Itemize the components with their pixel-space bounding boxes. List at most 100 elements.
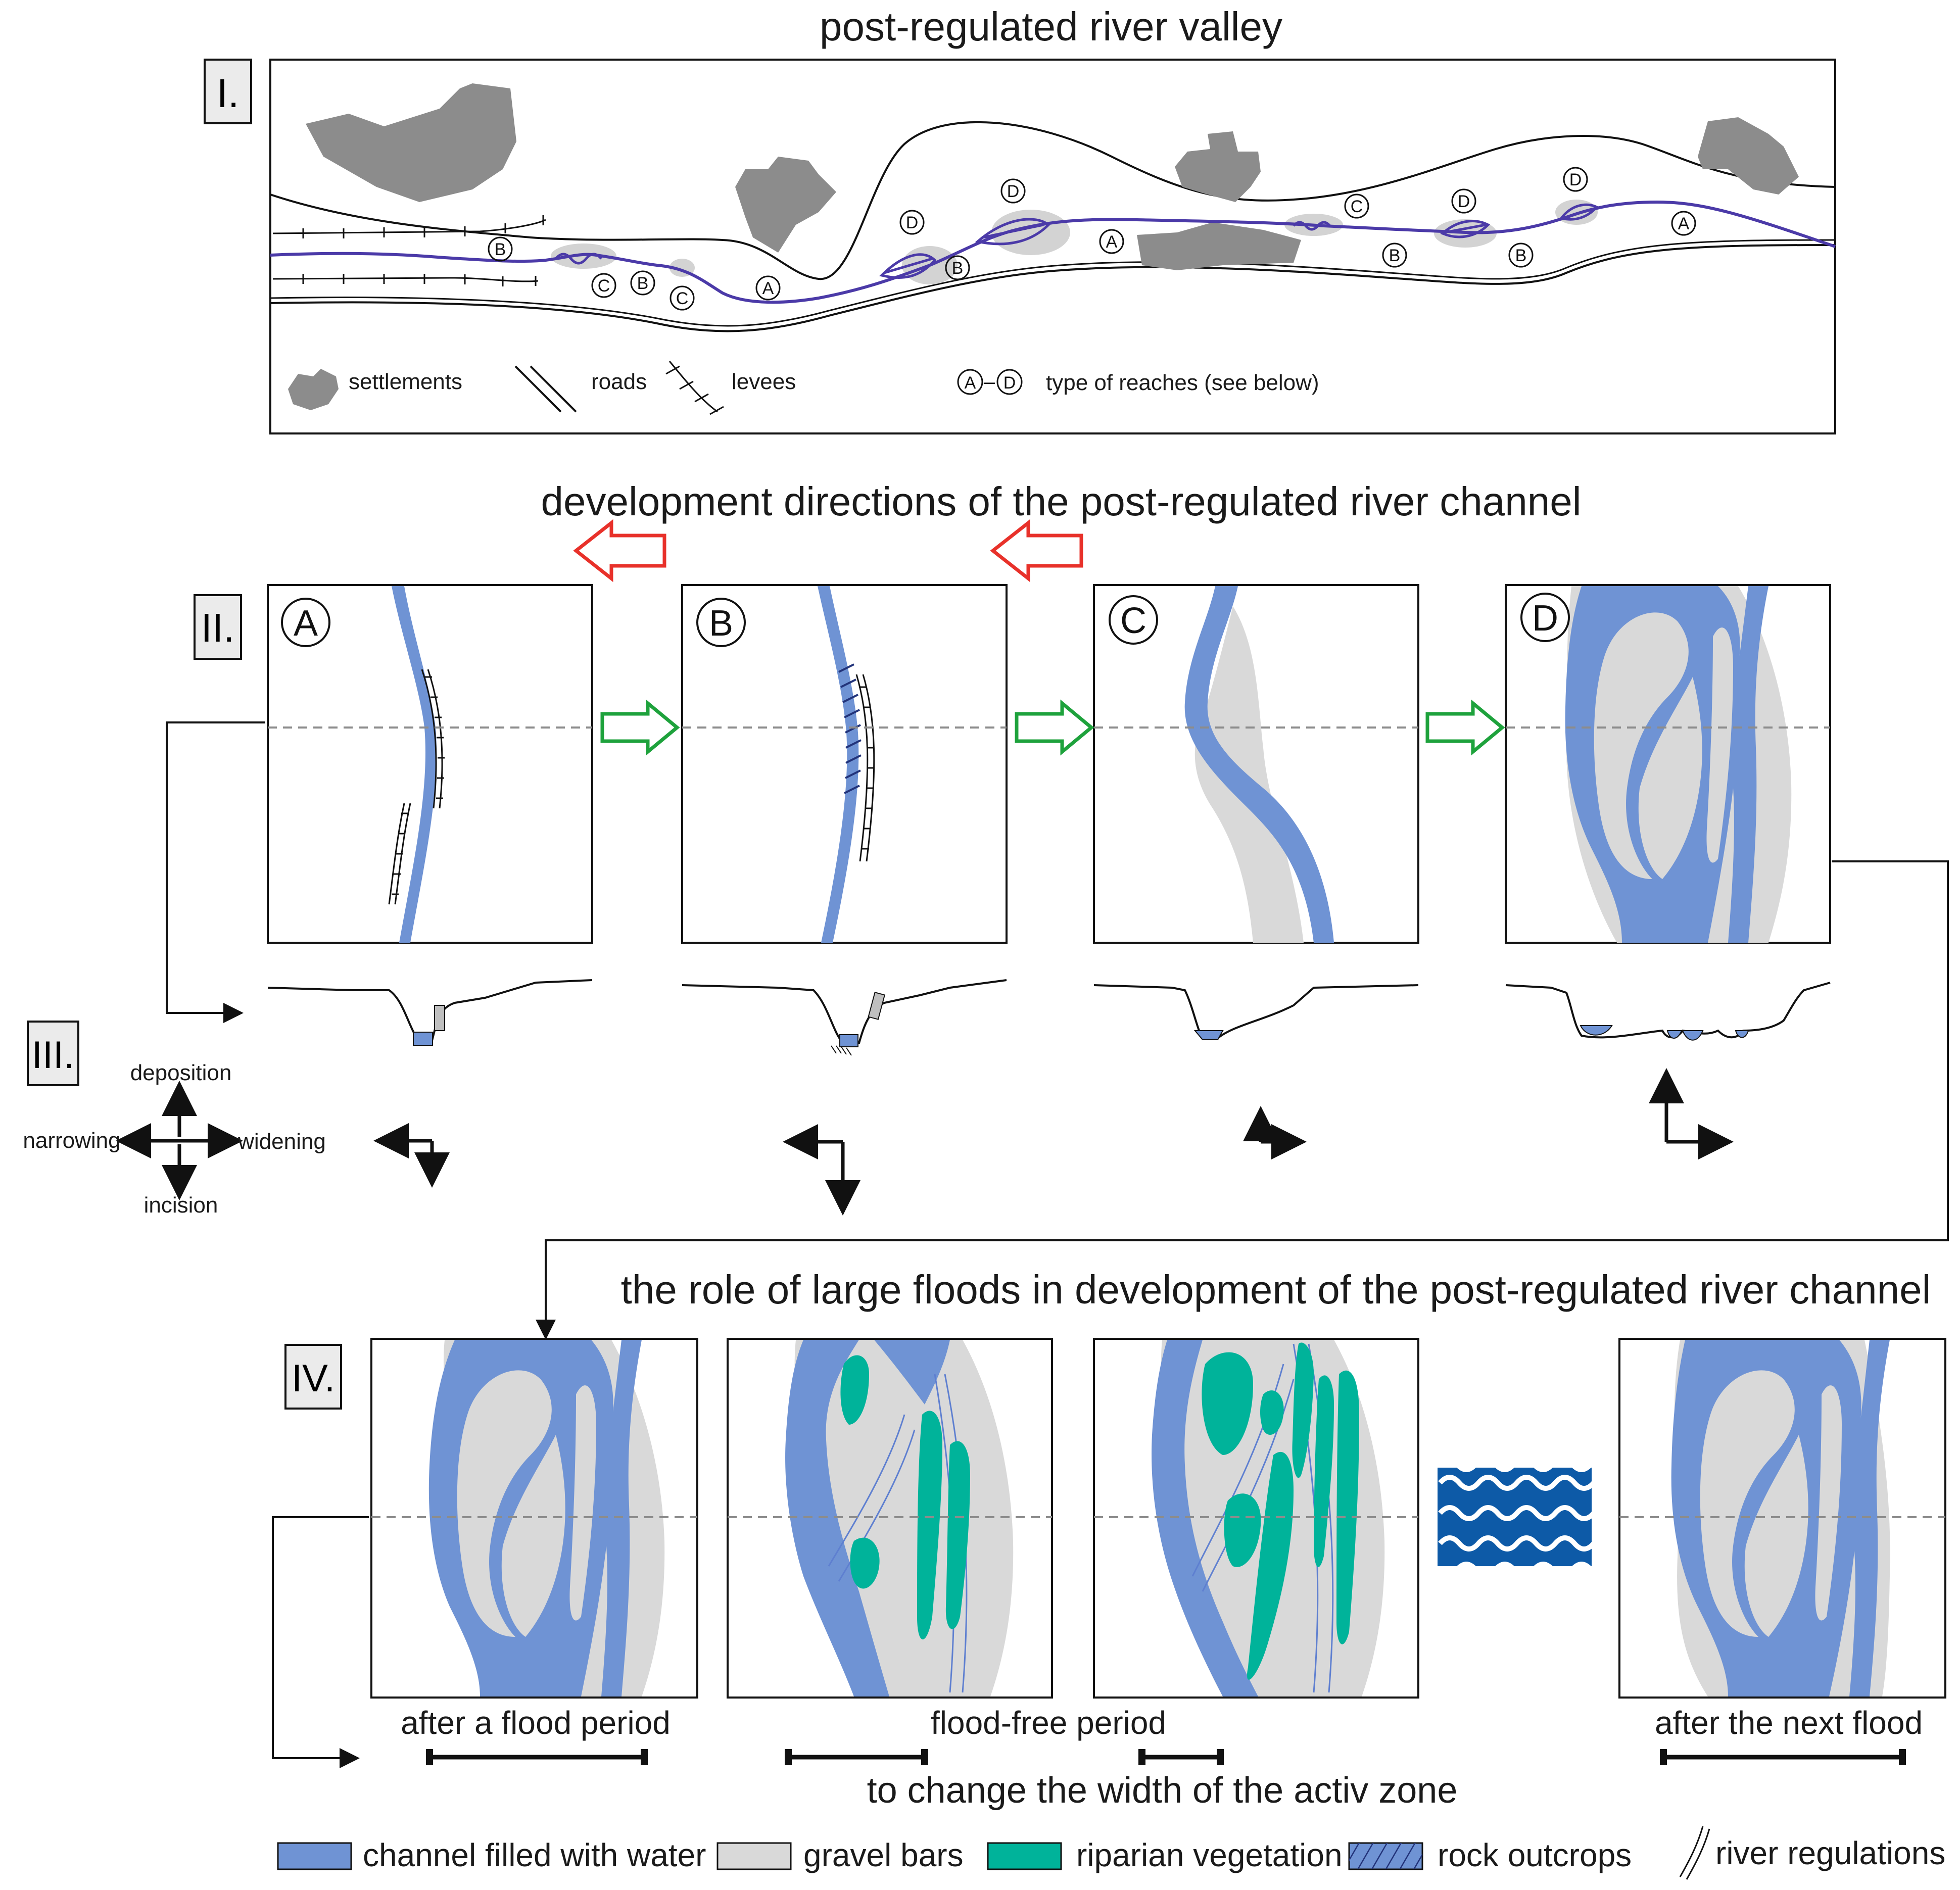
connector-to-profiles	[166, 721, 265, 1023]
channel-b	[818, 586, 859, 943]
valley-upper-edge	[270, 121, 1836, 280]
profile-b	[682, 979, 1007, 1056]
panel-a-label: A	[294, 603, 318, 644]
svg-text:rock outcrops: rock outcrops	[1438, 1837, 1632, 1873]
roads-icon	[514, 365, 577, 413]
map-reach-b: B	[495, 240, 506, 259]
svg-text:roads: roads	[591, 369, 647, 394]
panel-b: B	[681, 584, 1008, 944]
panel-d-label: D	[1532, 598, 1558, 639]
map-reach-d: D	[1569, 170, 1582, 189]
svg-text:D: D	[1003, 373, 1016, 393]
settlement-3	[1175, 131, 1261, 202]
settlement-icon	[288, 369, 339, 410]
gravel-c	[1194, 606, 1304, 943]
legend-gravel-swatch	[716, 1842, 792, 1870]
settlement-1	[306, 83, 516, 202]
svg-text:levees: levees	[732, 369, 796, 394]
map-reach-a: A	[762, 279, 774, 298]
map-reach-d: D	[1458, 192, 1470, 211]
caption-after-next: after the next flood	[1655, 1705, 1923, 1741]
levee-upper	[272, 215, 546, 238]
direction-compass: deposition incision narrowing widening	[23, 1060, 325, 1218]
section-label-iii: III.	[27, 1021, 79, 1086]
panel-b-label: B	[709, 603, 733, 644]
channel-a	[392, 586, 437, 943]
regulation-a	[388, 669, 445, 905]
valley-map: B C B C A D B D A C B D B D A settlement…	[269, 59, 1836, 434]
bar-d-mid	[1638, 677, 1702, 879]
flood-panel-4	[1618, 1338, 1946, 1699]
settlement-2	[735, 157, 836, 253]
bottom-legend: channel filled with water gravel bars ri…	[277, 1826, 1945, 1880]
svg-text:I.: I.	[217, 71, 239, 116]
connector-to-floods	[536, 860, 1949, 1340]
bar-d-right	[1706, 627, 1733, 863]
channel-c	[1184, 586, 1334, 943]
panel-d: D	[1505, 584, 1831, 944]
river-line	[270, 200, 1836, 304]
map-legend: settlements roads levees A – D type of r…	[288, 361, 1319, 415]
red-arrow-left	[573, 519, 1083, 583]
scale-note: to change the width of the activ zone	[867, 1770, 1458, 1811]
svg-text:settlements: settlements	[349, 369, 462, 394]
braid-lenses	[879, 203, 1599, 279]
svg-text:–: –	[984, 371, 995, 393]
flood-panel-1	[370, 1338, 698, 1699]
svg-text:river regulations: river regulations	[1715, 1835, 1945, 1871]
svg-text:IV.: IV.	[292, 1357, 335, 1400]
caption-flood-free: flood-free period	[931, 1705, 1166, 1741]
svg-text:deposition: deposition	[130, 1060, 232, 1085]
levees-icon	[665, 361, 724, 415]
map-reach-d: D	[1007, 182, 1020, 201]
settlement-5	[1698, 117, 1799, 195]
svg-text:narrowing: narrowing	[23, 1128, 120, 1153]
svg-text:gravel bars: gravel bars	[803, 1837, 964, 1873]
map-reach-a: A	[1106, 232, 1118, 252]
levee-lower	[272, 274, 539, 286]
bar-d-large	[1594, 612, 1689, 879]
panel-c: C	[1093, 584, 1419, 944]
valley-lower-edge	[270, 244, 1836, 332]
rock-hatch-b	[838, 663, 862, 794]
svg-text:incision: incision	[144, 1193, 218, 1218]
panel-c-label: C	[1120, 601, 1146, 641]
map-reach-b: B	[952, 259, 964, 278]
map-reach-b: B	[1515, 246, 1527, 265]
regulation-b	[855, 674, 875, 862]
settlement-4	[1137, 222, 1301, 270]
map-reach-d: D	[906, 213, 919, 232]
direction-indicators	[373, 1068, 1734, 1216]
map-reach-letters	[488, 167, 1696, 311]
panel-a: A	[267, 584, 593, 944]
title-valley: post-regulated river valley	[820, 4, 1282, 49]
map-reach-c: C	[598, 276, 610, 296]
legend-vegetation-swatch	[987, 1842, 1062, 1870]
title-development: development directions of the post-regul…	[541, 479, 1582, 524]
road-line	[270, 239, 1836, 327]
section-label-i: I.	[204, 59, 252, 124]
width-scale-bars	[426, 1749, 1906, 1765]
profile-d	[1505, 982, 1831, 1041]
map-reach-b: B	[1389, 246, 1401, 265]
profile-a	[267, 979, 593, 1046]
legend-water-swatch	[277, 1842, 352, 1870]
section-label-ii: II.	[194, 594, 242, 660]
svg-text:III.: III.	[32, 1034, 74, 1077]
legend-regulations-icon	[1679, 1826, 1710, 1880]
connector-to-scale	[272, 1516, 369, 1768]
green-arrow-right	[600, 699, 1505, 756]
section-label-iv: IV.	[284, 1344, 342, 1410]
map-reach-b: B	[637, 274, 649, 293]
flood-waves-icon	[1438, 1463, 1596, 1571]
svg-text:II.: II.	[201, 605, 235, 650]
svg-text:widening: widening	[237, 1129, 326, 1154]
svg-text:type of reaches (see below): type of reaches (see below)	[1046, 370, 1319, 395]
svg-text:riparian vegetation: riparian vegetation	[1076, 1837, 1343, 1873]
svg-text:channel filled with water: channel filled with water	[363, 1837, 706, 1873]
caption-after-flood: after a flood period	[401, 1705, 671, 1741]
svg-text:A: A	[965, 373, 976, 393]
title-floods: the role of large floods in development …	[621, 1267, 1931, 1312]
map-reach-c: C	[676, 289, 689, 308]
